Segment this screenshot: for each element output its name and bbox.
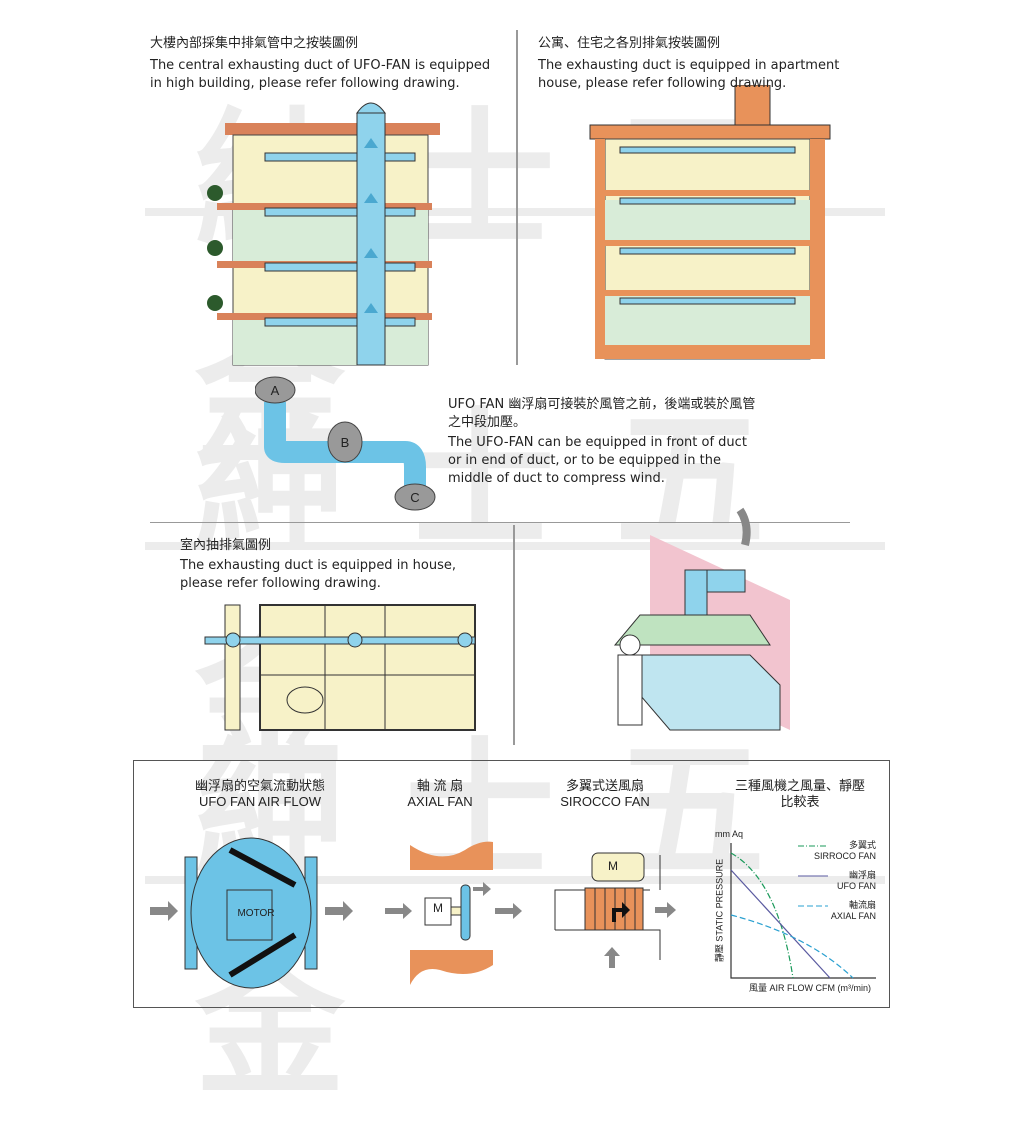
legend-ufo-en: UFO FAN (836, 881, 876, 891)
legend-axial-en: AXIAL FAN (830, 911, 876, 921)
fan-comparison-panel (133, 760, 890, 1008)
central-duct-title: 大樓內部採集中排氣管中之按裝圖例 (150, 36, 359, 51)
house-text: The exhausting duct is equipped in house… (180, 558, 457, 591)
axial-fan-diagram (385, 841, 522, 985)
axial-fan-title: 軸 流 扇 AXIAL FAN (390, 778, 490, 810)
chart-x-label: 風量 AIR FLOW CFM (m³/min) (749, 983, 871, 993)
axial-curve (730, 914, 854, 979)
sirocco-fan-title-zh: 多翼式送風扇 (565, 778, 644, 793)
house-caption: 室內抽排氣圖例 The exhausting duct is equipped … (180, 537, 500, 593)
comparison-chart (730, 843, 876, 979)
ufo-airflow-title-en: UFO FAN AIR FLOW (198, 794, 322, 809)
ufo-airflow-title-zh: 幽浮扇的空氣流動狀態 (194, 778, 325, 793)
position-label-c: C (410, 490, 420, 505)
axial-motor-label: M (433, 901, 443, 915)
duct-positions-illustration (255, 376, 436, 511)
chart-title-line1: 三種風機之風量、靜壓 (734, 778, 865, 793)
legend-axial-zh: 軸流扇 (848, 900, 876, 910)
high-building-illustration (207, 102, 440, 366)
sirocco-curve (730, 852, 794, 979)
sirocco-fan-diagram (554, 852, 676, 968)
motor-label: MOTOR (237, 908, 275, 919)
ufo-airflow-title: 幽浮扇的空氣流動狀態 UFO FAN AIR FLOW (170, 778, 350, 810)
legend-sirocco-zh: 多翼式 (848, 840, 876, 850)
chart-title-line2: 比較表 (780, 794, 820, 809)
ufo-curve (730, 869, 831, 979)
apartment-illustration (589, 85, 831, 360)
legend-ufo-zh: 幽浮扇 (848, 870, 876, 880)
divider-vertical-top (516, 30, 518, 365)
duct-positions-text-zh: UFO FAN 幽浮扇可接裝於風管之前，後端或裝於風管之中段加壓。 (448, 397, 756, 430)
ufo-fan-diagram (150, 837, 353, 989)
chart-y-unit: mm Aq (715, 829, 744, 839)
chart-y-label: 靜壓 STATIC PRESSURE (714, 858, 725, 963)
axial-fan-title-zh: 軸 流 扇 (416, 778, 464, 793)
sirocco-motor-label: M (608, 859, 618, 873)
apartment-title: 公寓、住宅之各別排氣按裝圖例 (538, 36, 721, 51)
duct-positions-text-en: The UFO-FAN can be equipped in front of … (448, 435, 747, 486)
legend-sirocco-en: SIRROCO FAN (813, 851, 876, 861)
central-duct-caption: 大樓內部採集中排氣管中之按裝圖例 The central exhausting … (150, 35, 500, 93)
legend-sirocco: 多翼式 SIRROCO FAN (800, 840, 876, 862)
sirocco-fan-title: 多翼式送風扇 SIROCCO FAN (550, 778, 660, 810)
house-title: 室內抽排氣圖例 (180, 538, 272, 553)
legend-axial: 軸流扇 AXIAL FAN (800, 900, 876, 922)
divider-horizontal (150, 522, 850, 523)
apartment-caption: 公寓、住宅之各別排氣按裝圖例 The exhausting duct is eq… (538, 35, 878, 93)
floor-plan-illustration (204, 604, 476, 731)
duct-positions-caption: UFO FAN 幽浮扇可接裝於風管之前，後端或裝於風管之中段加壓。 The UF… (448, 396, 763, 488)
axial-fan-title-en: AXIAL FAN (407, 794, 473, 809)
legend-ufo: 幽浮扇 UFO FAN (800, 870, 876, 892)
position-label-a: A (270, 383, 280, 398)
sirocco-fan-title-en: SIROCCO FAN (560, 794, 650, 809)
kitchen-hood-illustration (613, 507, 790, 731)
chart-title: 三種風機之風量、靜壓 比較表 (715, 778, 885, 810)
position-label-b: B (340, 435, 350, 450)
central-duct-text: The central exhausting duct of UFO-FAN i… (150, 58, 491, 91)
divider-vertical-bottom (513, 525, 515, 745)
apartment-text: The exhausting duct is equipped in apart… (538, 58, 840, 91)
